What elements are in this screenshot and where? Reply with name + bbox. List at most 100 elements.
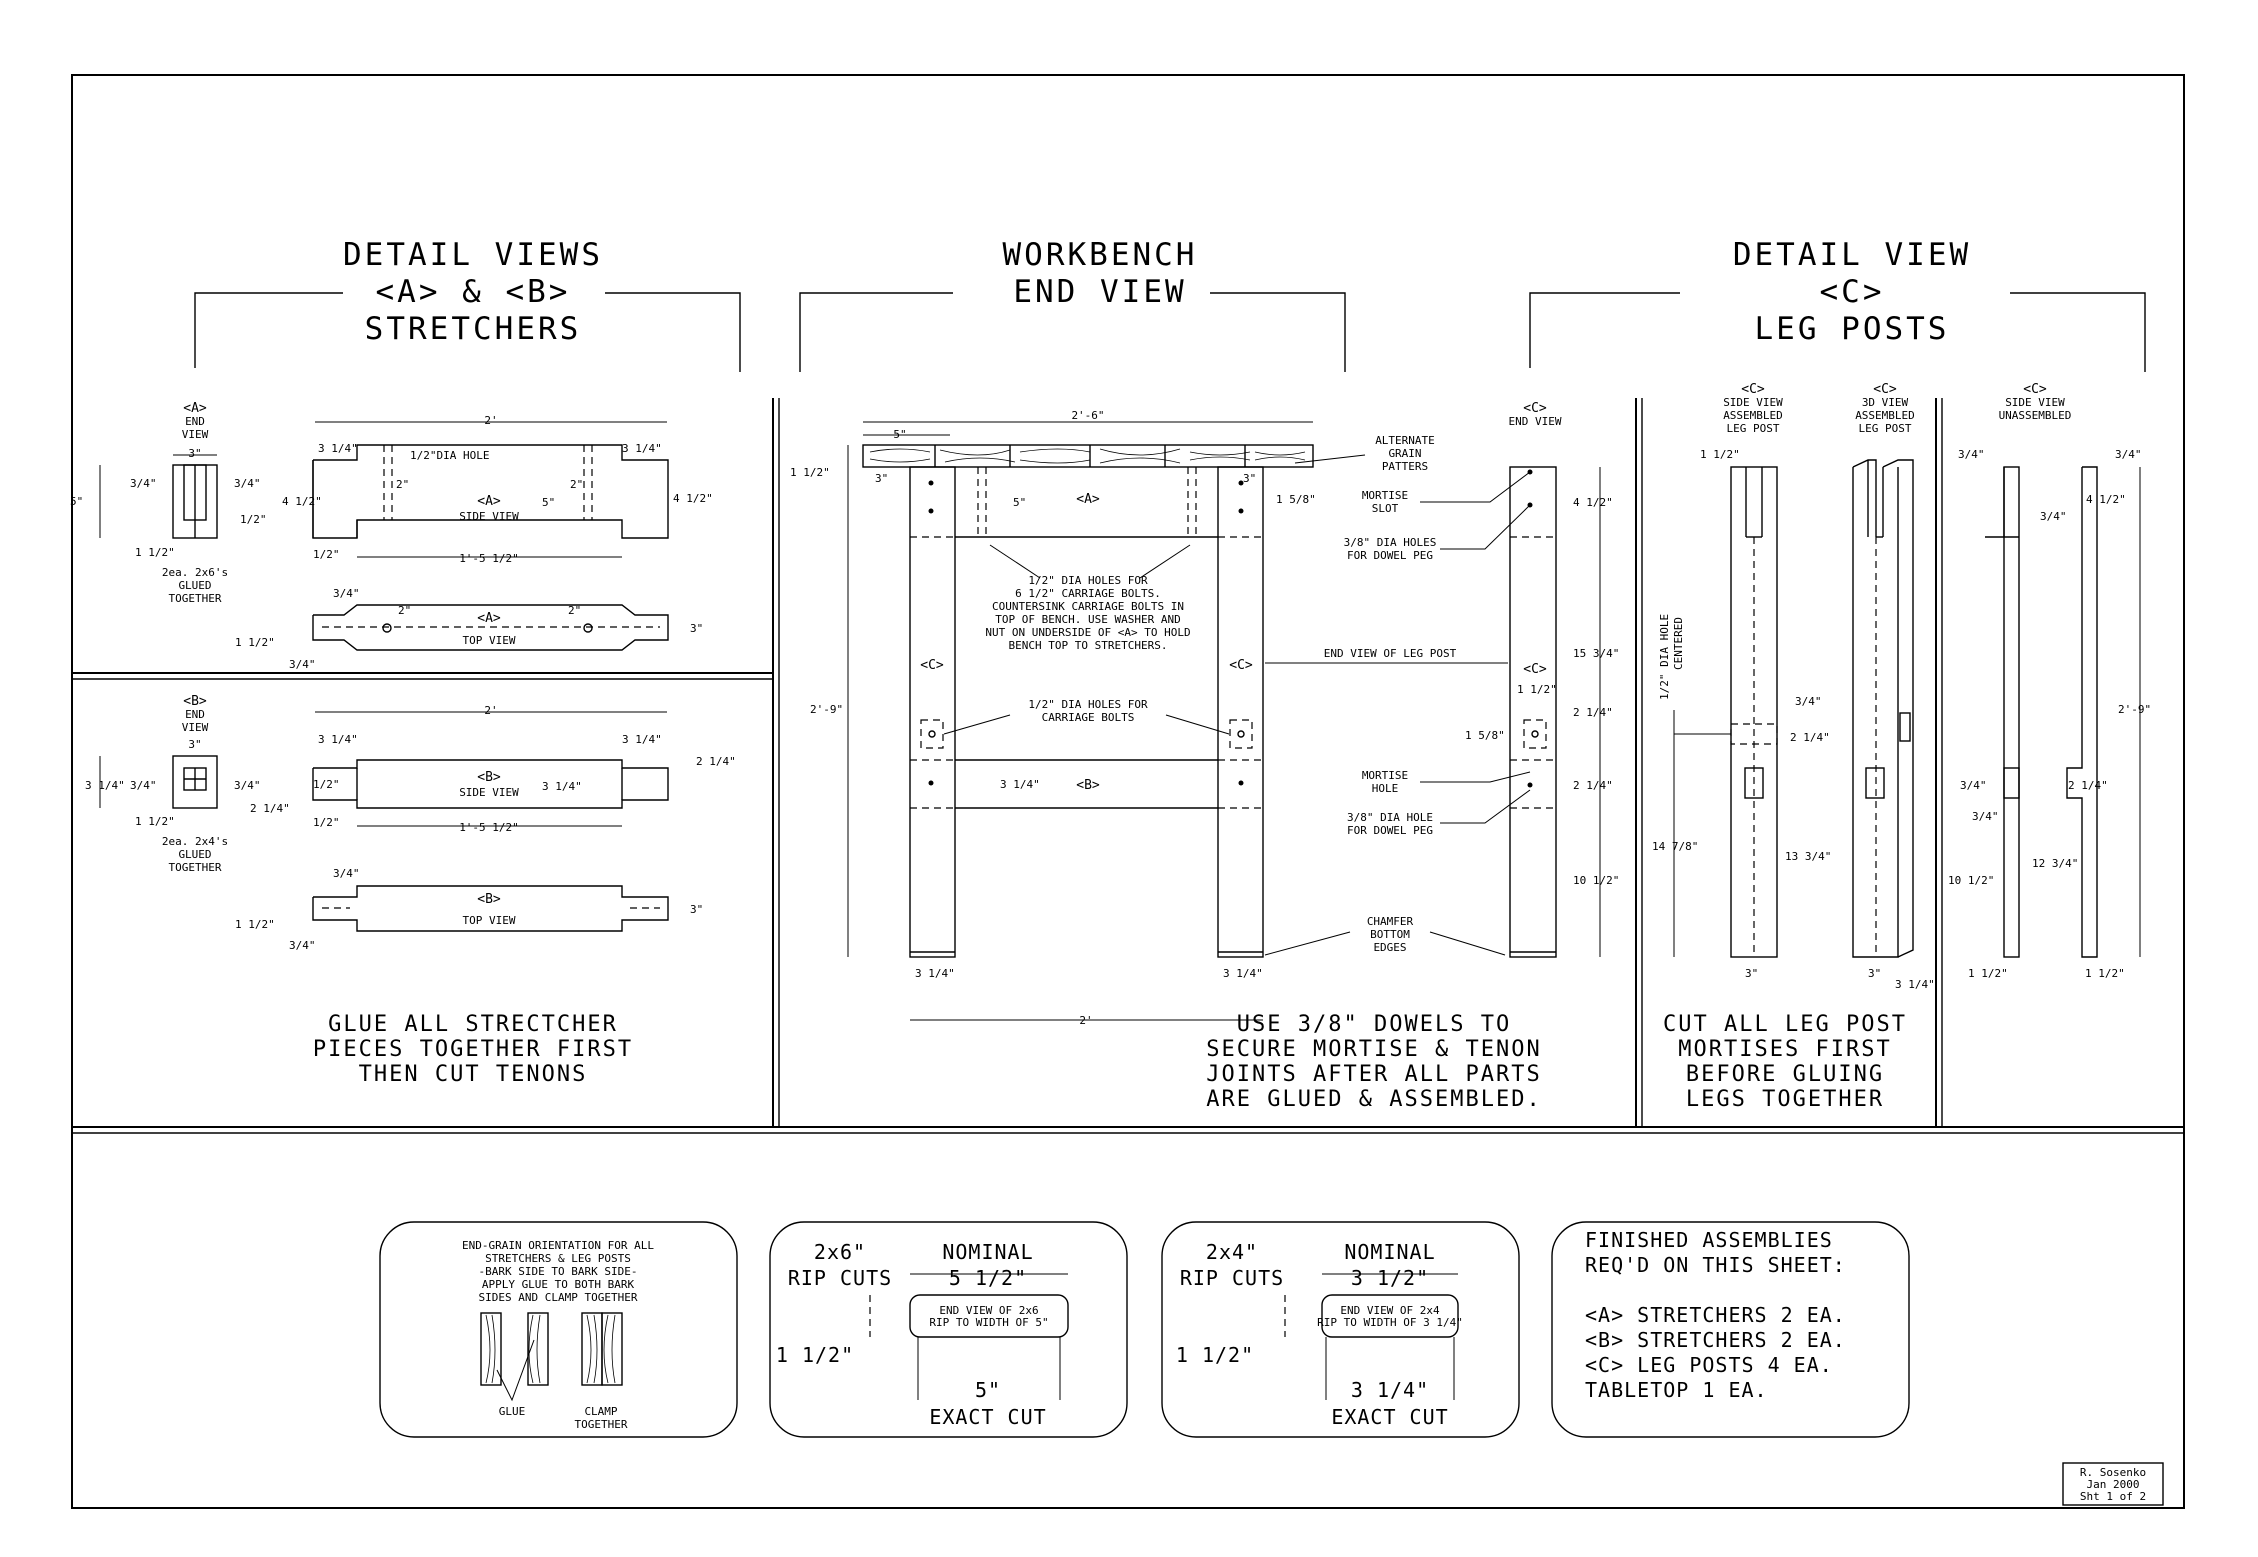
- svg-text:14 7/8": 14 7/8": [1652, 840, 1698, 853]
- svg-text:2 1/4": 2 1/4": [1573, 779, 1613, 792]
- stretcher-b-top-view: 3/4" 3" 1 1/2" 3/4" <B> TOP VIEW: [235, 867, 703, 952]
- svg-text:3/8" DIA HOLES: 3/8" DIA HOLES: [1344, 536, 1437, 549]
- stretcher-a-top-view: 3/4" 2" 2" 3" 1 1/2" 3/4" <A> TOP VIEW: [235, 587, 703, 671]
- svg-text:3 1/4": 3 1/4": [85, 779, 125, 792]
- svg-text:NOMINAL: NOMINAL: [1344, 1240, 1435, 1264]
- svg-text:3": 3": [875, 472, 888, 485]
- svg-text:2 1/4": 2 1/4": [250, 802, 290, 815]
- svg-text:<B>: <B>: [183, 694, 207, 709]
- svg-text:MORTISE: MORTISE: [1362, 489, 1408, 502]
- svg-text:TOGETHER: TOGETHER: [169, 592, 222, 605]
- svg-text:3D VIEW: 3D VIEW: [1862, 396, 1909, 409]
- svg-text:STRETCHERS & LEG POSTS: STRETCHERS & LEG POSTS: [485, 1252, 631, 1265]
- svg-text:CUT ALL LEG POST: CUT ALL LEG POST: [1663, 1012, 1907, 1037]
- svg-text:4 1/2": 4 1/2": [673, 492, 713, 505]
- svg-text:R. Sosenko: R. Sosenko: [2080, 1466, 2146, 1479]
- svg-text:FOR DOWEL PEG: FOR DOWEL PEG: [1347, 549, 1433, 562]
- svg-text:3 1/2": 3 1/2": [1351, 1266, 1429, 1290]
- svg-text:2 1/4": 2 1/4": [1790, 731, 1830, 744]
- svg-text:<A> & <B>: <A> & <B>: [376, 274, 571, 310]
- svg-text:LEG POST: LEG POST: [1727, 422, 1780, 435]
- svg-text:LEGS TOGETHER: LEGS TOGETHER: [1686, 1087, 1884, 1112]
- svg-text:Sht 1 of 2: Sht 1 of 2: [2080, 1490, 2146, 1503]
- svg-text:EXACT CUT: EXACT CUT: [929, 1405, 1046, 1429]
- svg-text:3/4": 3/4": [1958, 448, 1985, 461]
- svg-text:2'-6": 2'-6": [1071, 409, 1104, 422]
- svg-text:GLUED: GLUED: [178, 848, 211, 861]
- svg-text:END VIEW OF 2x6: END VIEW OF 2x6: [939, 1304, 1038, 1317]
- leg-post-end-view: <C> END VIEW <C> 4 1/2" 15 3/4" 2 1/4" 2…: [1465, 401, 1619, 958]
- svg-text:SLOT: SLOT: [1372, 502, 1399, 515]
- svg-text:2': 2': [484, 414, 497, 427]
- svg-text:RIP TO WIDTH OF 5": RIP TO WIDTH OF 5": [929, 1316, 1048, 1329]
- svg-text:<B>: <B>: [1076, 778, 1100, 793]
- note-carriage-bolts: 1/2" DIA HOLES FOR CARRIAGE BOLTS: [943, 698, 1230, 735]
- svg-text:PATTERS: PATTERS: [1382, 460, 1428, 473]
- svg-text:3 1/4": 3 1/4": [1223, 967, 1263, 980]
- svg-text:6 1/2" CARRIAGE BOLTS.: 6 1/2" CARRIAGE BOLTS.: [1015, 587, 1161, 600]
- svg-text:2 1/4": 2 1/4": [1573, 706, 1613, 719]
- svg-text:3": 3": [188, 447, 201, 460]
- svg-text:3 1/4": 3 1/4": [318, 733, 358, 746]
- svg-text:5 1/2": 5 1/2": [949, 1266, 1027, 1290]
- svg-text:3 1/4": 3 1/4": [542, 780, 582, 793]
- svg-text:GLUE: GLUE: [499, 1405, 526, 1418]
- svg-text:<A>: <A>: [477, 611, 501, 626]
- svg-text:3/8" DIA HOLE: 3/8" DIA HOLE: [1347, 811, 1433, 824]
- note-carriage-bolt-holes: 1/2" DIA HOLES FOR 6 1/2" CARRIAGE BOLTS…: [985, 544, 1191, 652]
- svg-text:TOP VIEW: TOP VIEW: [463, 914, 516, 927]
- svg-text:2 1/4": 2 1/4": [2068, 779, 2108, 792]
- svg-text:5": 5": [70, 495, 83, 508]
- svg-text:3/4": 3/4": [130, 779, 157, 792]
- svg-text:1/2": 1/2": [313, 778, 340, 791]
- svg-text:<C>: <C>: [1523, 401, 1547, 416]
- svg-text:3": 3": [690, 622, 703, 635]
- svg-text:1 1/2": 1 1/2": [790, 466, 830, 479]
- svg-text:3 1/4": 3 1/4": [1000, 778, 1040, 791]
- svg-text:1 1/2": 1 1/2": [235, 918, 275, 931]
- svg-text:2ea. 2x4's: 2ea. 2x4's: [162, 835, 228, 848]
- svg-text:1 1/2": 1 1/2": [1176, 1343, 1254, 1367]
- svg-text:ASSEMBLED: ASSEMBLED: [1855, 409, 1915, 422]
- svg-text:3/4": 3/4": [234, 477, 261, 490]
- svg-text:SIDE VIEW: SIDE VIEW: [459, 786, 519, 799]
- svg-text:GRAIN: GRAIN: [1388, 447, 1421, 460]
- svg-text:1 1/2": 1 1/2": [1700, 448, 1740, 461]
- panel-2x4-rip: 2x4" RIP CUTS NOMINAL 3 1/2" END VIEW OF…: [1161, 1221, 1520, 1438]
- panel-end-grain: END-GRAIN ORIENTATION FOR ALL STRETCHERS…: [379, 1221, 738, 1438]
- svg-text:GLUED: GLUED: [178, 579, 211, 592]
- svg-text:JOINTS AFTER ALL PARTS: JOINTS AFTER ALL PARTS: [1206, 1062, 1541, 1087]
- svg-text:BEFORE GLUING: BEFORE GLUING: [1686, 1062, 1884, 1087]
- svg-text:1/2"DIA HOLE: 1/2"DIA HOLE: [410, 449, 489, 462]
- svg-text:<B>: <B>: [477, 892, 501, 907]
- svg-text:1 1/2": 1 1/2": [235, 636, 275, 649]
- svg-text:3/4": 3/4": [333, 867, 360, 880]
- svg-text:TOP VIEW: TOP VIEW: [463, 634, 516, 647]
- svg-text:WORKBENCH: WORKBENCH: [1003, 237, 1198, 273]
- svg-text:1 1/2": 1 1/2": [776, 1343, 854, 1367]
- svg-text:<C>: <C>: [1741, 382, 1765, 397]
- svg-text:10 1/2": 10 1/2": [1948, 874, 1994, 887]
- title-detail-ab: DETAIL VIEWS <A> & <B> STRETCHERS: [194, 237, 741, 372]
- svg-text:3": 3": [1868, 967, 1881, 980]
- svg-text:CLAMP: CLAMP: [584, 1405, 617, 1418]
- svg-text:DETAIL VIEW: DETAIL VIEW: [1733, 237, 1971, 273]
- svg-text:END VIEW OF LEG POST: END VIEW OF LEG POST: [1324, 647, 1457, 660]
- svg-text:RIP CUTS: RIP CUTS: [788, 1266, 892, 1290]
- svg-text:3/4": 3/4": [2115, 448, 2142, 461]
- svg-text:4 1/2": 4 1/2": [282, 495, 322, 508]
- svg-text:<C>: <C>: [2023, 382, 2047, 397]
- svg-text:TOGETHER: TOGETHER: [575, 1418, 628, 1431]
- svg-text:SIDE VIEW: SIDE VIEW: [459, 510, 519, 523]
- svg-text:3 1/4": 3 1/4": [915, 967, 955, 980]
- svg-text:THEN CUT TENONS: THEN CUT TENONS: [359, 1062, 588, 1087]
- svg-text:3": 3": [690, 903, 703, 916]
- svg-text:3/4": 3/4": [2040, 510, 2067, 523]
- svg-text:END: END: [185, 415, 205, 428]
- panel-finished-assemblies: FINISHED ASSEMBLIES REQ'D ON THIS SHEET:…: [1551, 1221, 1910, 1438]
- svg-text:1 1/2": 1 1/2": [2085, 967, 2125, 980]
- svg-text:2'-9": 2'-9": [2118, 703, 2151, 716]
- svg-text:COUNTERSINK CARRIAGE BOLTS IN: COUNTERSINK CARRIAGE BOLTS IN: [992, 600, 1184, 613]
- svg-text:HOLE: HOLE: [1372, 782, 1399, 795]
- svg-text:BOTTOM: BOTTOM: [1370, 928, 1410, 941]
